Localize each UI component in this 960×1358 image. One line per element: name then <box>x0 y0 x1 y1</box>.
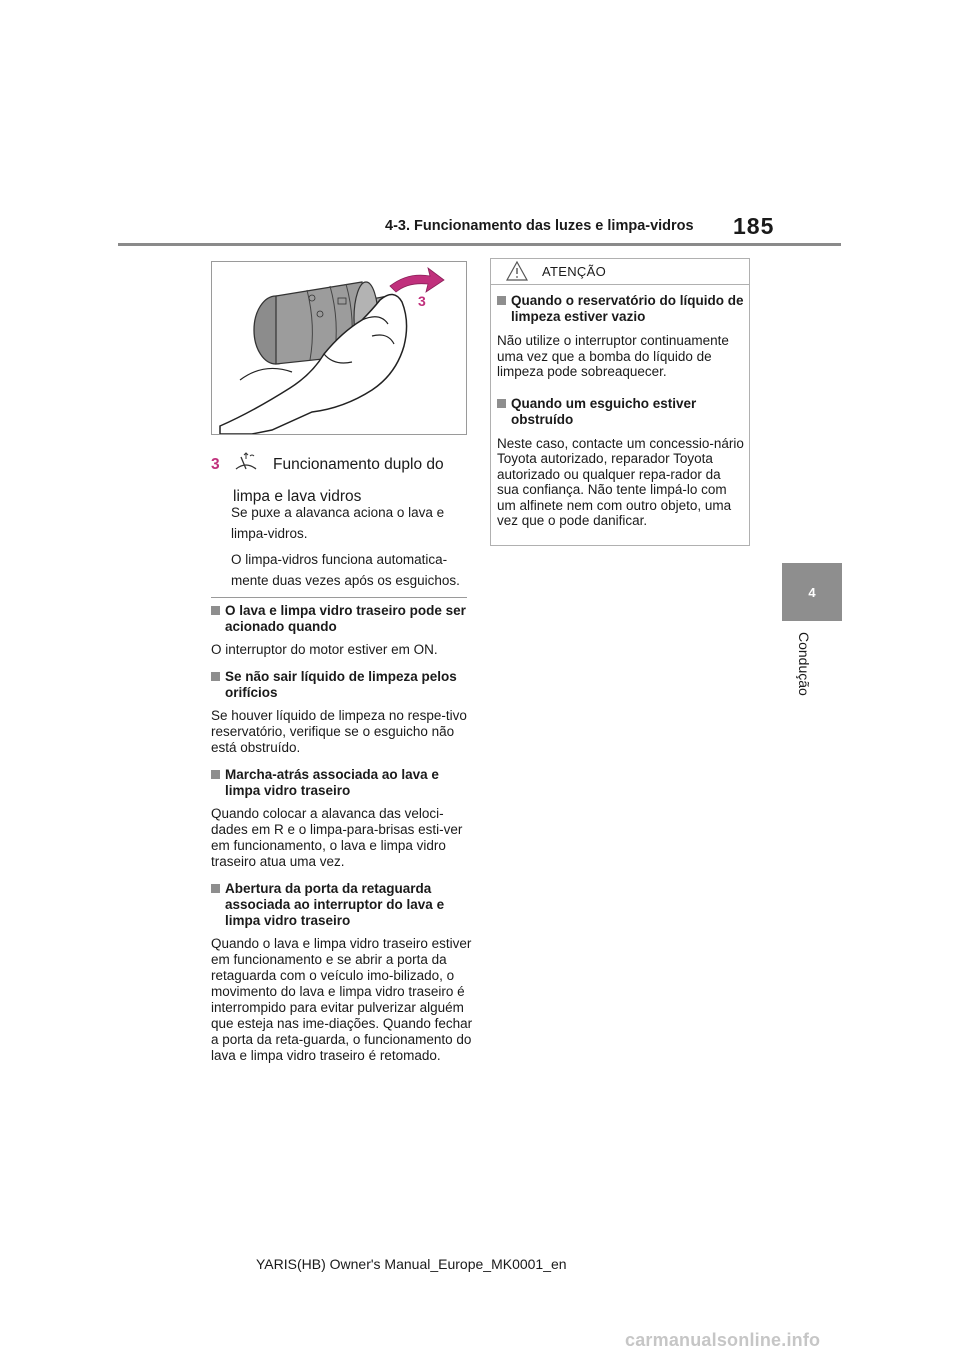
item-heading: 3 Funcionamento duplo do limpa e lava vi… <box>211 449 473 513</box>
warning-section-heading: Quando um esguicho estiver obstruído <box>497 396 745 428</box>
page-number: 185 <box>733 213 775 239</box>
note-text: Se houver líquido de limpeza no respe-ti… <box>211 708 467 755</box>
figure-callout-number: 3 <box>418 293 426 309</box>
warning-header: ATENÇÃO <box>490 258 750 285</box>
header-rule <box>118 243 841 246</box>
chapter-tab[interactable]: 4 <box>782 563 842 621</box>
chapter-number: 4 <box>808 584 816 600</box>
item-title-line1: Funcionamento duplo do <box>273 456 444 473</box>
manual-footer: YARIS(HB) Owner's Manual_Europe_MK0001_e… <box>256 1256 567 1272</box>
square-bullet-icon <box>497 398 506 408</box>
windshield-washer-icon <box>235 452 257 470</box>
warning-triangle-icon <box>506 261 528 281</box>
note-heading: Abertura da porta da retaguarda associad… <box>211 881 473 929</box>
wiper-lever-illustration: 3 <box>211 261 467 435</box>
square-bullet-icon <box>211 770 220 779</box>
warning-section-text: Neste caso, contacte um concessio-nário … <box>497 435 744 529</box>
warning-section-text: Não utilize o interruptor continuamente … <box>497 333 729 379</box>
item-description: Se puxe a alavanca aciona o lava e limpa… <box>231 502 481 596</box>
note-text: Quando o lava e limpa vidro traseiro est… <box>211 936 473 1063</box>
note-heading: Marcha-atrás associada ao lava e limpa v… <box>211 767 473 799</box>
site-watermark: carmanualsonline.info <box>625 1330 821 1350</box>
notes-list: O lava e limpa vidro traseiro pode ser a… <box>211 603 473 1075</box>
warning-box <box>490 258 750 546</box>
chapter-label: Condução <box>782 632 842 712</box>
item-paragraph: Se puxe a alavanca aciona o lava e limpa… <box>231 505 445 541</box>
note-text: O interruptor do motor estiver em ON. <box>211 642 438 657</box>
hand-pulling-lever-drawing: 3 <box>219 267 445 434</box>
note-heading: O lava e limpa vidro traseiro pode ser a… <box>211 603 473 635</box>
warning-section-heading: Quando o reservatório do líquido de limp… <box>497 293 745 325</box>
section-title: 4-3. Funcionamento das luzes e limpa-vid… <box>385 218 694 234</box>
square-bullet-icon <box>211 606 220 615</box>
warning-label: ATENÇÃO <box>542 264 606 279</box>
square-bullet-icon <box>211 884 220 893</box>
notes-divider <box>211 597 467 598</box>
item-number: 3 <box>211 456 220 473</box>
chapter-label-text: Condução <box>796 632 812 696</box>
note-text: Quando colocar a alavanca das veloci-dad… <box>211 806 463 869</box>
square-bullet-icon <box>497 296 506 305</box>
square-bullet-icon <box>211 672 220 681</box>
warning-content: Quando o reservatório do líquido de limp… <box>497 293 745 545</box>
item-paragraph: O limpa-vidros funciona automatica-mente… <box>231 552 460 588</box>
item-title-line2: limpa e lava vidros <box>233 488 362 505</box>
note-heading: Se não sair líquido de limpeza pelos ori… <box>211 669 473 701</box>
